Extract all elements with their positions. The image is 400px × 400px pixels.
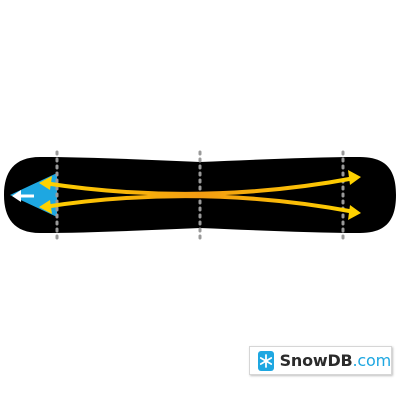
arrowhead-top-right xyxy=(348,170,361,185)
snowflake-icon xyxy=(258,350,274,371)
arrowhead-top-left xyxy=(39,176,52,190)
taper-arrowhead xyxy=(12,190,21,202)
brand-name: SnowDB xyxy=(279,351,353,370)
bottom-sidecut-arrow xyxy=(42,194,357,214)
brand-tld: .com xyxy=(352,351,392,370)
arrowhead-bottom-left xyxy=(39,200,52,214)
arrowhead-bottom-right xyxy=(348,205,361,220)
top-sidecut-arrow xyxy=(42,176,357,196)
snowdb-logo-badge[interactable]: SnowDB .com xyxy=(249,346,392,375)
